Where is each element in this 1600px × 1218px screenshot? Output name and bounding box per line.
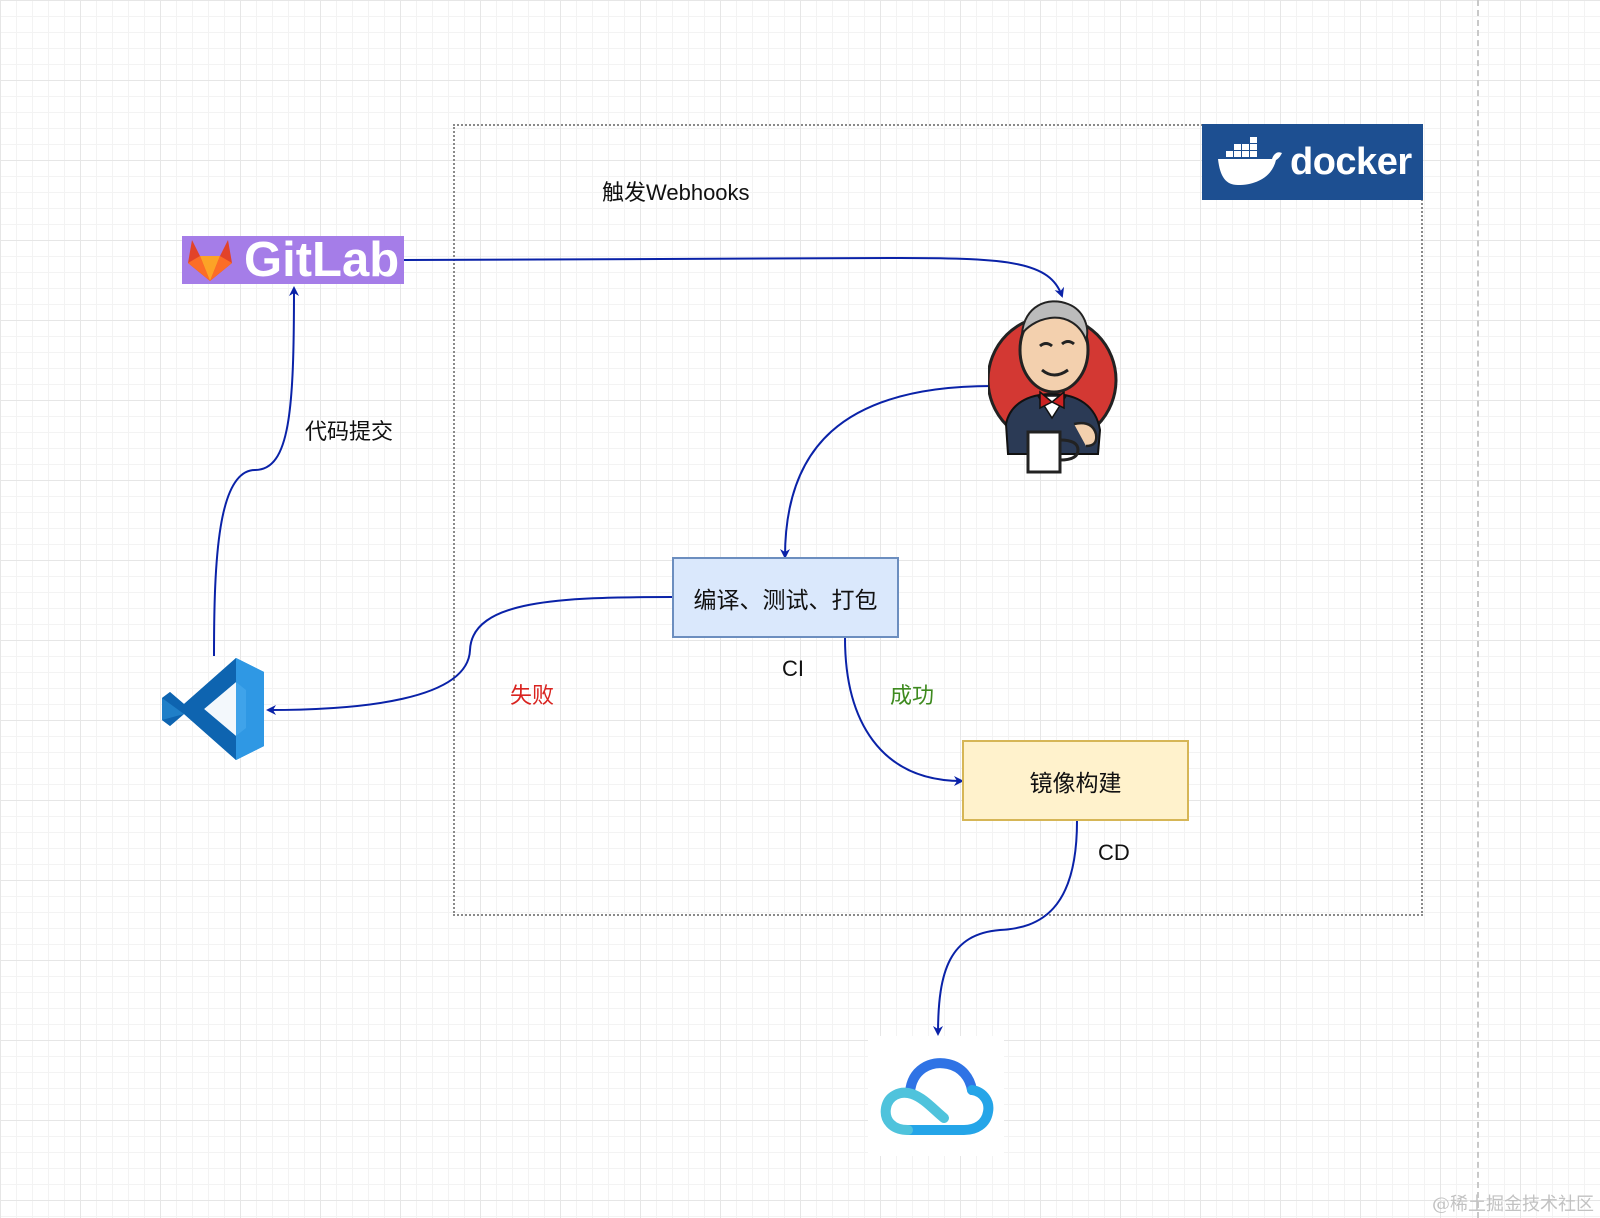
jenkins-to-ci-arrow [780,385,993,559]
ci-label: CI [782,656,804,681]
docker-logo: docker [1202,124,1423,200]
docker-wordmark: docker [1290,140,1412,183]
trigger-webhooks-label: 触发Webhooks [602,180,750,205]
fail-label: 失败 [510,683,555,708]
gitlab-logo: GitLab [182,233,404,287]
success-label: 成功 [890,683,935,708]
docker-container-boundary [453,124,1423,916]
success-arrow [844,637,964,786]
gitlab-wordmark: GitLab [244,233,400,287]
webhook-arrow [403,256,1065,298]
vscode-logo [162,658,264,760]
jenkins-logo [988,300,1118,474]
fail-arrow [266,596,673,715]
cd-label: CD [1098,840,1130,865]
tencent-cloud-logo [880,1058,994,1135]
watermark: @稀土掘金技术社区 [1432,1194,1594,1215]
cd-arrow [933,820,1078,1036]
code-commit-label: 代码提交 [305,419,394,444]
gitlab-fox-icon [188,240,232,281]
image-build-box[interactable]: 镜像构建 [962,740,1189,821]
docker-whale-icon [1218,137,1282,185]
ci-build-test-package-box[interactable]: 编译、测试、打包 [672,557,899,638]
page-boundary-line [1477,0,1479,1218]
commit-arrow [213,286,299,657]
